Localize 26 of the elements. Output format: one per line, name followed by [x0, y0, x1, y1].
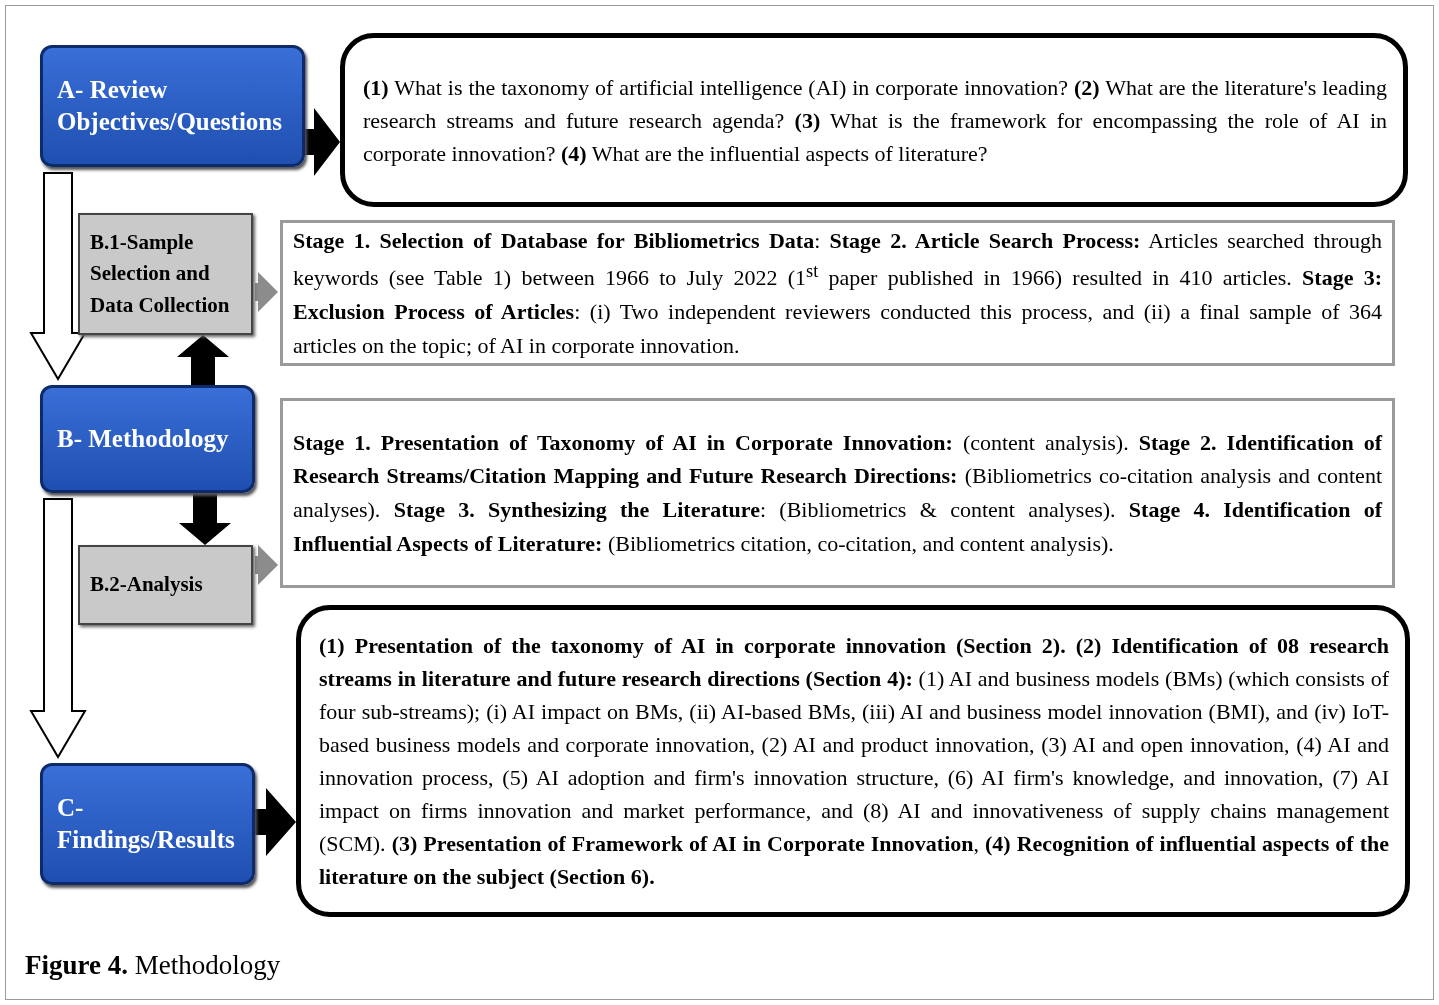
block-arrow	[179, 493, 231, 545]
box-text: C- Findings/Results	[57, 792, 236, 855]
description-box	[280, 398, 1395, 588]
box-text: Stage 1. Selection of Database for Bibliometrics Data: Stage 2. Article Search Process: Articles searched through keywords (see Table 1) between 1966 to July 2022 (1$^{st}$ paper published in 1966) resulted in 410 articles. Stage 3: Exclusion Process of Articles: (i) Two independent reviewers conducted this process, and (ii) a final sample of 364 articles on the topic; of AI in corporate innovation.	[293, 226, 1382, 360]
block-arrow	[29, 172, 87, 381]
box-text: B- Methodology	[57, 423, 230, 454]
substage-box	[78, 213, 253, 335]
stage-box	[40, 385, 255, 493]
box-text: B.2-Analysis	[90, 571, 204, 599]
figure-caption: Figure 4. Methodology	[25, 950, 281, 981]
stage-box	[40, 763, 255, 885]
box-text: Stage 1. Presentation of Taxonomy of AI in Corporate Innovation: (content analysis). Stage 2. Identification of Research Streams/Citation Mapping and Future Research Directions: (Bibliometrics co-citation analysis and content analyses). Stage 3. Synthesizing the Literature: (Bibliometrics & content analyses). Stage 4. Identification of Influential Aspects of Literature: (Bibliometrics citation, co-citation, and content analysis).	[293, 428, 1382, 558]
stage-box	[40, 45, 305, 167]
substage-box	[78, 545, 253, 625]
block-arrow	[255, 272, 278, 312]
block-arrow	[255, 788, 296, 856]
result-box	[340, 33, 1408, 207]
block-arrow	[177, 335, 229, 385]
block-arrow	[305, 108, 340, 176]
result-box	[296, 605, 1410, 917]
box-text: (1) Presentation of the taxonomy of AI in corporate innovation (Section 2). (2) Identification of 08 research streams in literature and future research directions (Section 4): (1) AI and business models (BMs) (which consists of four sub-streams); (i) AI impact on BMs, (ii) AI-based BMs, (iii) AI and business model innovation (BMI), and (iv) IoT-based business models and corporate innovation, (2) AI and product innovation, (3) AI and open innovation, (4) AI and innovation process, (5) AI adoption and firm's innovation structure, (6) AI firm's knowledge, and innovation, (7) AI impact on firms innovation and market performance, and (8) AI and innovativeness of supply chains management (SCM). (3) Presentation of Framework of AI in Corporate Innovation, (4) Recognition of influential aspects of the literature on the subject (Section 6).	[319, 632, 1389, 891]
box-text: B.1-Sample Selection and Data Collection	[90, 228, 231, 319]
box-text: (1) What is the taxonomy of artificial intelligence (AI) in corporate innovation? (2) What are the literature's leading research streams and future research agenda? (3) What is the framework for encompassing the role of AI in corporate innovation? (4) What are the influential aspects of literature?	[363, 73, 1387, 168]
block-arrow	[29, 498, 87, 759]
block-arrow	[255, 545, 278, 585]
box-text: A- Review Objectives/Questions	[57, 74, 283, 137]
